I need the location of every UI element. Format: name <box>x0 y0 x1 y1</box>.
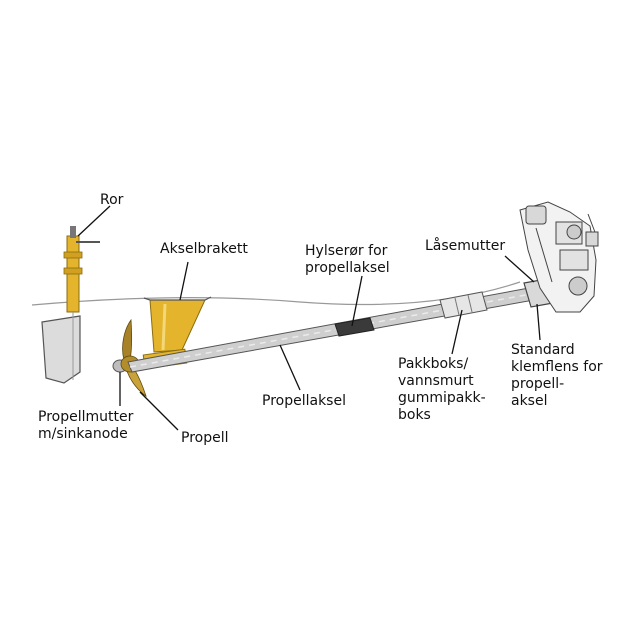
label-propellmutter-line1: Propellmutter <box>38 409 134 425</box>
propeller <box>120 318 147 397</box>
label-standard-line3: propell- <box>511 376 565 392</box>
label-hylseror-line2: propellaksel <box>305 260 390 276</box>
leader-lasemutter <box>504 255 535 283</box>
label-standard: Standard klemflens for propell- aksel <box>511 342 603 410</box>
label-propellaksel: Propellaksel <box>262 393 346 410</box>
leader-ror <box>77 205 111 237</box>
label-standard-line1: Standard <box>511 342 575 358</box>
label-ror: Ror <box>100 192 123 209</box>
stuffing-box <box>439 291 488 319</box>
leader-standard <box>536 303 541 341</box>
leader-akselbrakett <box>179 261 189 301</box>
label-ror-text: Ror <box>100 192 124 208</box>
label-akselbrakett: Akselbrakett <box>160 241 248 258</box>
label-propell: Propell <box>181 430 229 447</box>
label-hylseror-line1: Hylserør for <box>305 243 388 259</box>
label-pakkboks-line4: boks <box>398 407 431 423</box>
leader-pakkboks <box>451 309 463 355</box>
bracket-flange <box>143 296 212 301</box>
label-akselbrakett-text: Akselbrakett <box>160 241 248 257</box>
leader-hylseror <box>351 275 363 327</box>
rudder <box>41 226 100 384</box>
label-pakkboks-line2: vannsmurt <box>398 373 474 389</box>
label-propellmutter-line2: m/sinkanode <box>38 426 128 442</box>
gearbox-engine-icon <box>519 201 599 313</box>
label-lasemutter-text: Låsemutter <box>425 238 506 254</box>
label-lasemutter: Låsemutter <box>425 238 505 255</box>
label-pakkboks-line3: gummipakk- <box>398 390 486 406</box>
label-pakkboks-line1: Pakkboks/ <box>398 356 469 372</box>
label-propell-text: Propell <box>181 430 229 446</box>
shaft-sleeve-tube <box>334 317 375 337</box>
label-hylseror: Hylserør for propellaksel <box>305 243 390 277</box>
leader-propellaksel <box>279 344 301 391</box>
label-standard-line2: klemflens for <box>511 359 603 375</box>
label-standard-line4: aksel <box>511 393 548 409</box>
leader-propell <box>139 391 179 431</box>
label-propellmutter: Propellmutter m/sinkanode <box>38 409 133 443</box>
label-pakkboks: Pakkboks/ vannsmurt gummipakk- boks <box>398 356 486 424</box>
label-propellaksel-text: Propellaksel <box>262 393 346 409</box>
